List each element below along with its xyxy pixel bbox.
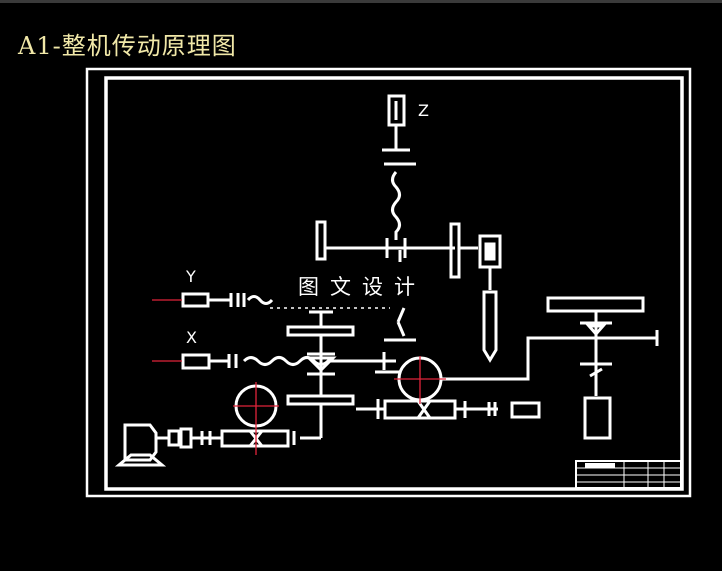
z-leadscrew [391,171,401,240]
inner-frame [104,76,684,491]
x-leadscrew [242,356,396,366]
y-leadscrew [246,295,274,305]
center-lines [152,299,446,455]
axis-label-x: X [186,328,197,347]
spindle-motor [478,234,502,269]
y-motor [181,292,210,308]
axis-label-y: Y [185,267,196,286]
page-title: A1-整机传动原理图 [18,32,237,60]
right-motor [583,396,612,440]
right-turret [540,296,659,440]
upper-shaft [315,220,502,363]
main-pulley [356,336,541,420]
x-axis-drive [181,352,396,370]
z-axis-assembly [382,94,416,240]
x-motor [181,353,211,370]
center-gear-bottom [286,394,355,406]
main-motor-assembly [114,384,296,467]
y-axis-drive [181,292,274,308]
outer-frame [85,67,692,498]
center-gear-top [286,325,355,337]
watermark-text: 图文设计 [298,275,426,299]
top-rule [0,0,722,3]
cutting-tool [482,290,498,363]
axis-label-z: Z [418,101,429,120]
title-block [575,460,682,489]
